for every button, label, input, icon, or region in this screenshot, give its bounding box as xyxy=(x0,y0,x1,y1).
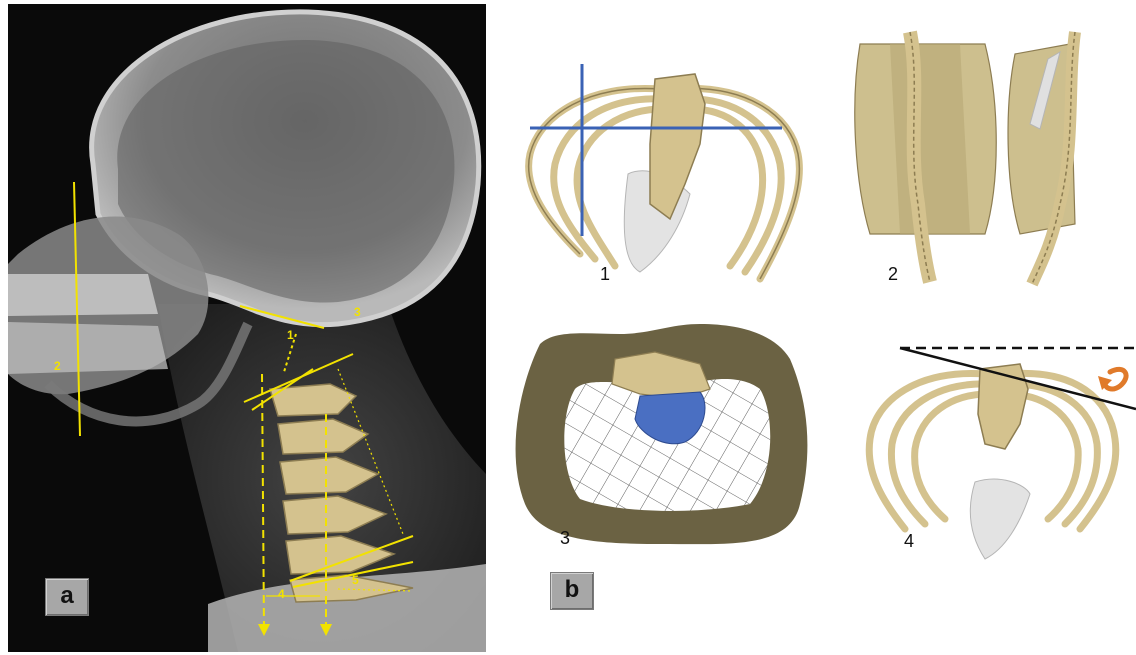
measurement-number-4: 4 xyxy=(278,587,285,601)
xray-image: 1 2 3 4 5 xyxy=(8,4,486,652)
measurement-number-5: 5 xyxy=(352,573,359,587)
subfigure-1: 1 xyxy=(529,64,800,284)
subfigure-number-2: 2 xyxy=(888,264,898,284)
panel-b-label: b xyxy=(550,572,594,610)
model-panel: 1 2 3 xyxy=(500,4,1136,652)
measurement-number-3: 3 xyxy=(354,305,361,319)
measurement-number-2: 2 xyxy=(54,359,61,373)
subfigure-4: 4 xyxy=(869,348,1136,559)
sternum-4 xyxy=(970,479,1030,559)
lung-hull-frontal-shade xyxy=(890,44,970,234)
rib-cage-figures: 1 2 3 xyxy=(500,4,1136,652)
measurement-number-1: 1 xyxy=(287,328,294,342)
teeth-lower xyxy=(8,322,168,374)
subfigure-number-4: 4 xyxy=(904,531,914,551)
subfigure-2: 2 xyxy=(855,32,1075,284)
xray-panel: 1 2 3 4 5 a xyxy=(8,4,486,652)
spine-4 xyxy=(978,364,1028,449)
subfigure-number-3: 3 xyxy=(560,528,570,548)
teeth-upper xyxy=(8,274,158,316)
subfigure-number-1: 1 xyxy=(600,264,610,284)
panel-a-label: a xyxy=(45,578,89,616)
subfigure-3: 3 xyxy=(516,324,808,548)
spine-1 xyxy=(650,74,705,219)
